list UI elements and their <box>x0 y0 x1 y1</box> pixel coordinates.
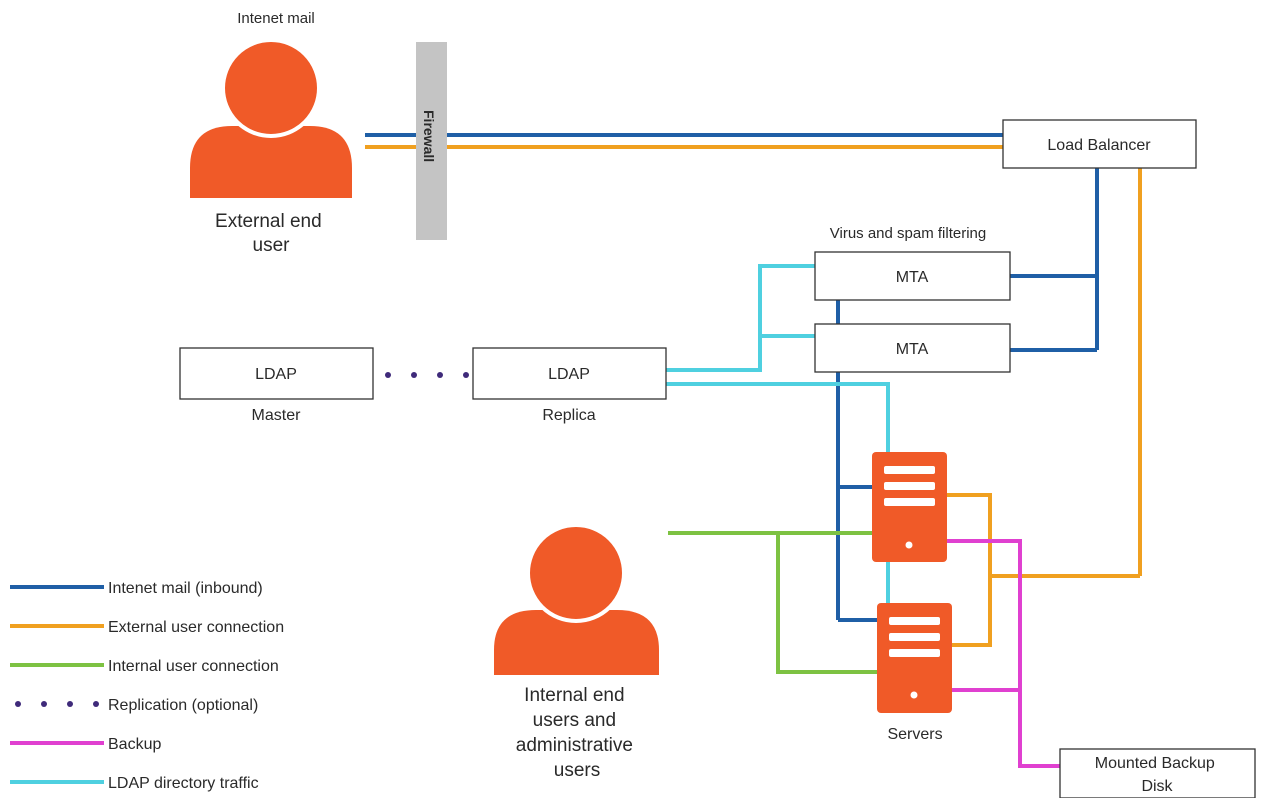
server-icon <box>877 603 952 713</box>
connection-lines <box>365 133 1142 768</box>
legend-item: Internal user connection <box>10 658 279 675</box>
legend-item: Backup <box>10 736 161 753</box>
servers: Servers <box>872 452 952 743</box>
load-balancer-label: Load Balancer <box>1047 137 1151 154</box>
internal-user: Internal end users and administrative us… <box>494 523 659 781</box>
internal-user-lines <box>668 531 877 674</box>
legend-label: External user connection <box>108 619 284 636</box>
mta-2: MTA <box>814 323 1011 373</box>
internal-user-label-line2: users and <box>533 710 616 731</box>
legend-swatch-dot <box>67 701 73 707</box>
external-user-label-line2: user <box>253 235 291 256</box>
internet-mail-label: Intenet mail <box>237 10 315 27</box>
person-icon <box>494 525 659 675</box>
server-icon <box>872 452 947 562</box>
firewall: Firewall <box>416 42 447 240</box>
legend-item: LDAP directory traffic <box>10 775 259 792</box>
ldap-master-caption: Master <box>252 407 302 424</box>
external-user-label: External end user <box>215 211 327 256</box>
ldap-replica-box-label: LDAP <box>548 366 590 383</box>
servers-label: Servers <box>887 726 942 743</box>
replication-dots <box>385 372 469 378</box>
legend-swatch-dot <box>93 701 99 707</box>
legend-label: Internal user connection <box>108 658 279 675</box>
external-user: Intenet mail External end user <box>190 10 352 256</box>
backup-disk-label: Mounted Backup Disk <box>1095 755 1220 795</box>
ldap-replica: LDAP Replica <box>472 347 667 424</box>
legend: Intenet mail (inbound) External user conn… <box>10 580 284 792</box>
external-user-label-line1: External end <box>215 211 322 232</box>
internal-user-label-line1: Internal end <box>524 685 624 706</box>
internal-user-label-line4: users <box>554 760 600 781</box>
legend-item: Replication (optional) <box>15 697 258 714</box>
ldap-master: LDAP Master <box>179 347 374 424</box>
legend-label: Backup <box>108 736 161 753</box>
virus-filter-label: Virus and spam filtering <box>830 225 986 242</box>
legend-item: External user connection <box>10 619 284 636</box>
person-icon <box>190 40 352 198</box>
backup-disk-label-line1: Mounted Backup <box>1095 755 1215 772</box>
mta-1-label: MTA <box>896 269 929 286</box>
legend-label: Replication (optional) <box>108 697 258 714</box>
legend-label: LDAP directory traffic <box>108 775 259 792</box>
ldap-traffic-lines <box>666 264 890 603</box>
ldap-replica-caption: Replica <box>542 407 595 424</box>
internal-user-label: Internal end users and administrative us… <box>516 685 639 781</box>
legend-label: Intenet mail (inbound) <box>108 580 263 597</box>
legend-swatch-dot <box>15 701 21 707</box>
internal-user-label-line3: administrative <box>516 735 633 756</box>
legend-item: Intenet mail (inbound) <box>10 580 263 597</box>
backup-disk: Mounted Backup Disk <box>1059 748 1256 798</box>
backup-lines <box>947 539 1060 768</box>
mta-2-label: MTA <box>896 341 929 358</box>
load-balancer: Load Balancer <box>1002 119 1197 169</box>
firewall-label: Firewall <box>421 110 437 162</box>
mta-1: MTA <box>814 251 1011 301</box>
external-user-lines <box>365 145 1142 647</box>
legend-swatch-dot <box>41 701 47 707</box>
backup-disk-label-line2: Disk <box>1141 778 1173 795</box>
ldap-master-box-label: LDAP <box>255 366 297 383</box>
